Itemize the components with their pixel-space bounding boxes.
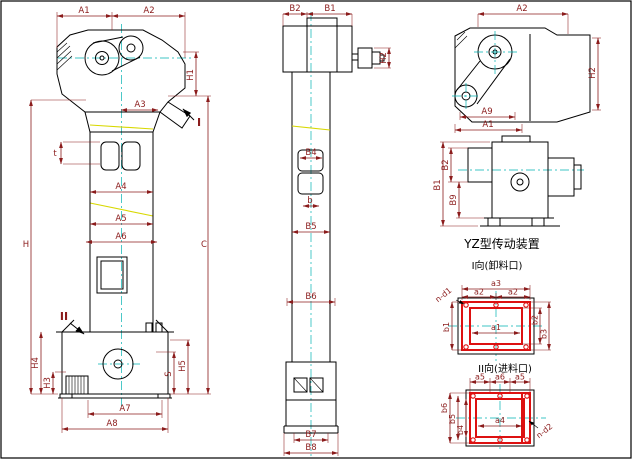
- drive-unit-caption: YZ型传动装置: [463, 236, 540, 251]
- dim-a3: a3: [491, 279, 501, 288]
- dim-B1-side: B1: [324, 4, 335, 14]
- inlet-flange: [469, 392, 531, 444]
- hatching: [56, 42, 73, 71]
- dim-S: S: [164, 371, 174, 376]
- dim-a5-right: a5: [515, 373, 525, 382]
- bolt-hole: [523, 302, 529, 308]
- foot: [157, 393, 171, 399]
- dim-B5: B5: [305, 222, 316, 232]
- dim-b2: b2: [531, 315, 540, 325]
- dim-a4: a4: [495, 416, 505, 425]
- bolt-hole: [463, 302, 469, 308]
- inlet-opening: [475, 398, 525, 438]
- drive-housing: [454, 27, 591, 123]
- dim-A9: A9: [481, 107, 492, 117]
- tail-pulley: [102, 348, 134, 380]
- section-marker-I: I: [197, 116, 201, 129]
- bolt-hole: [470, 437, 476, 443]
- bolt-hole: [470, 393, 476, 399]
- dim-H5: H5: [178, 360, 188, 372]
- dim-A5: A5: [115, 214, 126, 224]
- bolt-hole: [493, 344, 499, 350]
- bolt-hole: [497, 393, 503, 399]
- dim-B6: B6: [305, 292, 316, 302]
- dim-H1: H1: [186, 69, 196, 81]
- dim-b6: b6: [440, 403, 449, 413]
- dim-b: b: [307, 196, 312, 206]
- drive-unit-front-view: A2 H2 A9 A1: [452, 4, 601, 133]
- bolt-hole: [497, 437, 503, 443]
- break-line: [89, 124, 154, 130]
- side-view: H2 B4 b B5 B6 B2 B1 B7 B8: [282, 4, 391, 456]
- discharge-spout: [159, 101, 191, 129]
- break-line: [291, 125, 331, 131]
- dim-A1-drive: A1: [482, 120, 493, 130]
- dim-b5: b5: [448, 414, 457, 424]
- dim-b4: b4: [456, 425, 465, 435]
- takeup-screw: [145, 322, 153, 333]
- dim-A4: A4: [115, 182, 126, 192]
- dim-A1: A1: [78, 6, 89, 16]
- discharge-opening: [469, 307, 523, 345]
- dim-t: t: [53, 149, 57, 159]
- takeup-screw: [155, 322, 163, 333]
- bucket-side: [297, 149, 324, 172]
- inspection-door: [96, 256, 128, 294]
- drive-gear: [118, 35, 144, 61]
- bolt-hole: [523, 344, 529, 350]
- dim-H4: H4: [31, 357, 41, 369]
- bucket: [100, 141, 120, 171]
- dim-H2-side: H2: [379, 52, 389, 64]
- dim-A2-drive: A2: [516, 4, 527, 14]
- inlet-port-section: II向(进料口) a5 a6 a5 b6 b5 b4 a4 n-d2: [440, 362, 554, 452]
- dim-a1: a1: [491, 323, 501, 332]
- inlet-caption: II向(进料口): [478, 362, 532, 375]
- dim-A3: A3: [134, 100, 145, 110]
- dim-a2-left: a2: [474, 288, 484, 297]
- dim-C: C: [201, 240, 207, 250]
- drive-unit-side-view: B2 B1 B9 YZ型传动装置: [433, 135, 584, 251]
- dim-B4: B4: [305, 148, 316, 158]
- dim-b1: b1: [442, 322, 451, 332]
- dim-H2-drive: H2: [588, 67, 598, 79]
- foot: [59, 393, 73, 399]
- dim-A2: A2: [143, 6, 154, 16]
- dim-B2-drive: B2: [441, 159, 451, 170]
- bolt-hole: [524, 437, 530, 443]
- bolt-hole: [493, 302, 499, 308]
- dim-a6: a6: [495, 373, 505, 382]
- bucket-side: [297, 172, 324, 195]
- bolt-hole: [524, 393, 530, 399]
- discharge-port-section: I向(卸料口) a3 a2 a2 a1 b1 b2 b3 n-d1: [434, 259, 551, 361]
- dim-B9: B9: [449, 194, 459, 205]
- dim-a2-right: a2: [508, 288, 518, 297]
- dim-B1-drive: B1: [433, 179, 443, 190]
- dim-b3: b3: [540, 329, 549, 339]
- section-marker-II: II: [60, 310, 68, 323]
- discharge-flange: [461, 301, 531, 351]
- dim-B2-side: B2: [289, 4, 300, 14]
- dim-B8: B8: [305, 443, 316, 453]
- dim-B7: B7: [305, 430, 316, 440]
- dim-H3: H3: [43, 377, 53, 389]
- dim-a5-left: a5: [475, 373, 485, 382]
- dim-A7: A7: [119, 404, 130, 414]
- dim-H: H: [23, 240, 29, 250]
- dim-A8: A8: [106, 419, 117, 429]
- discharge-caption: I向(卸料口): [472, 259, 523, 272]
- front-view: A1 A2 H1 A3 I t A4 H A5 A6 II H4 H3 A7: [23, 6, 211, 433]
- break-line: [89, 202, 154, 217]
- dim-A6: A6: [115, 232, 126, 242]
- bolt-hole: [463, 344, 469, 350]
- bucket: [121, 141, 141, 171]
- head-housing: [56, 29, 186, 113]
